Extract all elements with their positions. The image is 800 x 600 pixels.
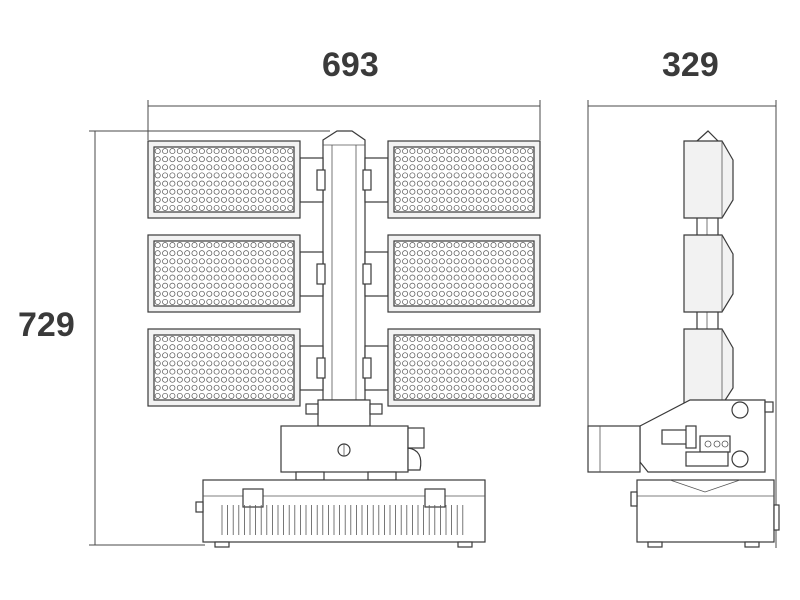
front-view [147,130,541,548]
side-lamp-bottom [683,328,734,406]
lamp-panel-bottom-right [387,328,541,407]
lamp-panel-top-left [147,140,301,219]
depth-dimension-label: 329 [662,46,719,84]
vent-slots [221,505,464,535]
rotation-hub [280,399,425,481]
side-lamp-middle [683,234,734,313]
side-hub [587,399,774,473]
base-ballast-box [195,479,486,548]
dimension-lines [89,100,777,548]
side-base [630,479,780,548]
height-dimension-label: 729 [18,306,75,344]
central-pole [299,130,389,401]
lamp-panel-bottom-left [147,328,301,407]
side-view [587,130,780,548]
lamp-panel-top-right [387,140,541,219]
width-dimension-label: 693 [322,46,379,84]
side-lamp-top [683,140,734,219]
lamp-panel-middle-left [147,234,301,313]
lamp-panel-middle-right [387,234,541,313]
